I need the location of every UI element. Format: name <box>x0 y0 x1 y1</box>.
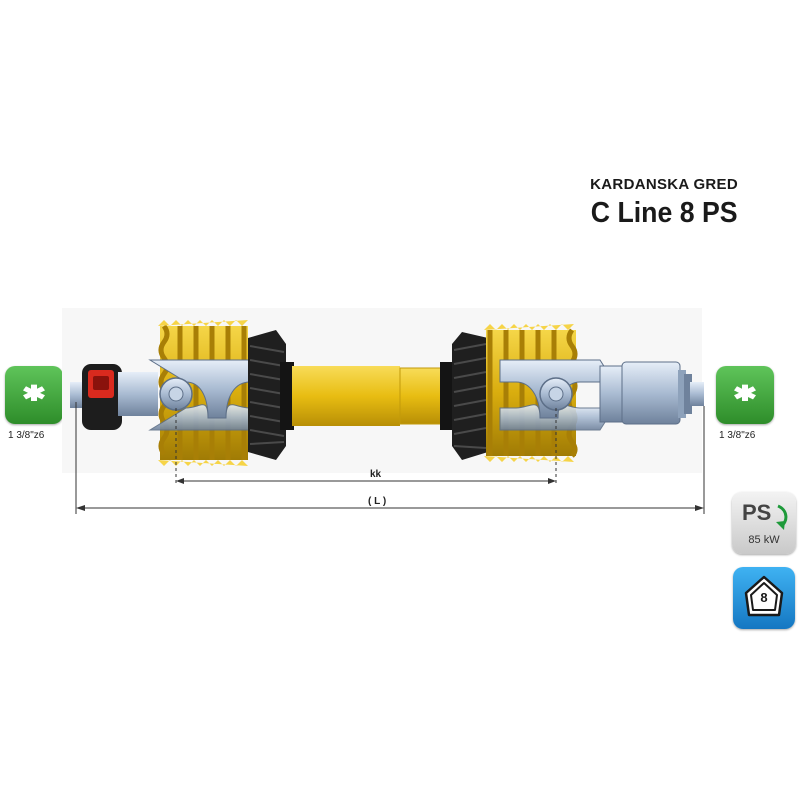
spline-shaft-icon <box>734 384 756 402</box>
left-spline-badge <box>5 366 63 424</box>
left-spline-label: 1 3/8"z6 <box>8 430 45 441</box>
ps-label: PS <box>742 500 772 525</box>
right-spline-label: 1 3/8"z6 <box>719 430 756 441</box>
power-badge: PS 85 kW <box>732 492 796 554</box>
dimension-lines <box>75 402 705 514</box>
spline-shaft-icon <box>23 384 45 402</box>
right-yoke <box>499 359 615 431</box>
left-bellows <box>248 330 286 460</box>
product-header: KARDANSKA GRED C Line 8 PS <box>578 176 738 230</box>
overall-length-label: ( L ) <box>368 496 387 507</box>
inner-guard-tube <box>399 367 445 425</box>
right-spline-badge <box>716 366 774 424</box>
dimension-arrowheads <box>76 478 704 511</box>
product-title: C Line 8 PS <box>591 197 738 229</box>
outer-guard-tube <box>292 366 400 426</box>
right-output-hub <box>599 361 704 425</box>
guard-shield-icon <box>744 575 784 617</box>
product-subtitle: KARDANSKA GRED <box>590 176 738 193</box>
left-yoke <box>148 359 251 431</box>
rotation-arrow-icon <box>776 504 788 530</box>
left-quick-release-collar <box>82 364 158 430</box>
left-bearing-ring <box>280 362 294 430</box>
right-bearing-ring <box>440 362 454 430</box>
guard-size-badge: 8 <box>733 567 795 629</box>
right-bellows <box>452 332 488 460</box>
guard-size-number: 8 <box>760 590 768 605</box>
power-value: 85 kW <box>748 534 780 546</box>
kk-dimension-label: kk <box>370 469 382 480</box>
